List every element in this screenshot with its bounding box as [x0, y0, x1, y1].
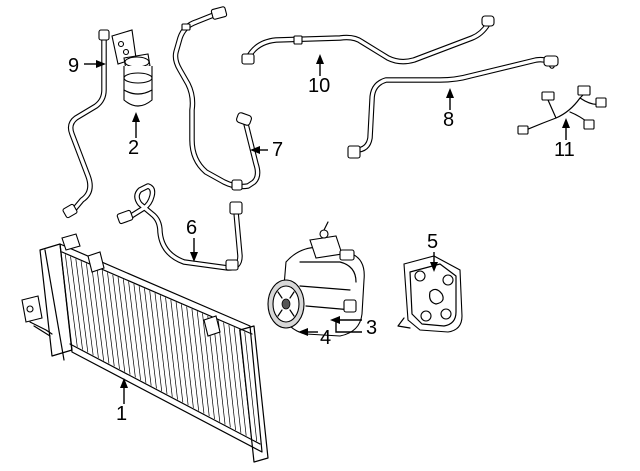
callout-7: 7	[272, 139, 283, 161]
condenser-fin	[244, 331, 258, 442]
callout-11: 11	[554, 139, 575, 161]
condenser-fin	[70, 256, 83, 350]
condenser-fin	[144, 288, 157, 389]
condenser-fin	[217, 320, 231, 428]
callout-10: 10	[308, 75, 330, 97]
callout-9: 9	[68, 55, 79, 77]
callout-6: 6	[186, 217, 197, 239]
receiver-drier	[111, 29, 153, 107]
condenser-fin	[154, 292, 168, 395]
condenser-fin	[128, 281, 141, 381]
condenser	[21, 233, 269, 463]
callout-4: 4	[320, 327, 331, 349]
condenser-fin	[149, 290, 163, 392]
callout-3: 3	[366, 317, 377, 339]
condenser-fin	[212, 318, 226, 425]
condenser-fin	[191, 308, 205, 414]
condenser-fin	[80, 261, 94, 356]
condenser-fin	[223, 322, 236, 431]
condenser-fin	[138, 286, 152, 386]
condenser-fin	[75, 258, 89, 353]
condenser-fin	[186, 306, 200, 411]
callout-labels: 1 2 3 4 5 6 7 8 9 10 11	[68, 55, 575, 425]
callout-2: 2	[128, 137, 139, 159]
tube-8	[347, 55, 559, 159]
callout-1: 1	[116, 403, 127, 425]
condenser-fin	[112, 274, 126, 372]
condenser-fin	[175, 302, 189, 406]
hose-6	[116, 183, 243, 271]
pipe-9	[62, 29, 110, 219]
condenser-fin	[107, 272, 120, 370]
callout-leaders	[84, 54, 570, 404]
callout-8: 8	[443, 109, 454, 131]
condenser-fin	[86, 263, 99, 358]
condenser-fin	[165, 297, 178, 400]
condenser-fin	[117, 277, 131, 375]
condenser-fin	[196, 311, 210, 417]
condenser-fin	[133, 283, 147, 383]
condenser-fin	[233, 327, 247, 436]
condenser-fin	[228, 324, 242, 433]
condenser-fin	[91, 265, 105, 361]
condenser-fin	[64, 254, 78, 347]
condenser-fin	[170, 299, 184, 403]
bracket	[397, 255, 463, 333]
condenser-fin	[159, 295, 173, 397]
condenser-fins	[64, 254, 258, 442]
clutch	[267, 279, 305, 329]
condenser-fin	[101, 270, 115, 367]
condenser-fin	[181, 304, 194, 408]
hose-7	[172, 6, 261, 191]
condenser-fin	[122, 279, 136, 378]
wire-harness	[517, 85, 607, 135]
tube-10	[241, 15, 495, 65]
condenser-fin	[202, 313, 215, 420]
callout-5: 5	[427, 231, 438, 253]
condenser-fin	[96, 267, 110, 364]
